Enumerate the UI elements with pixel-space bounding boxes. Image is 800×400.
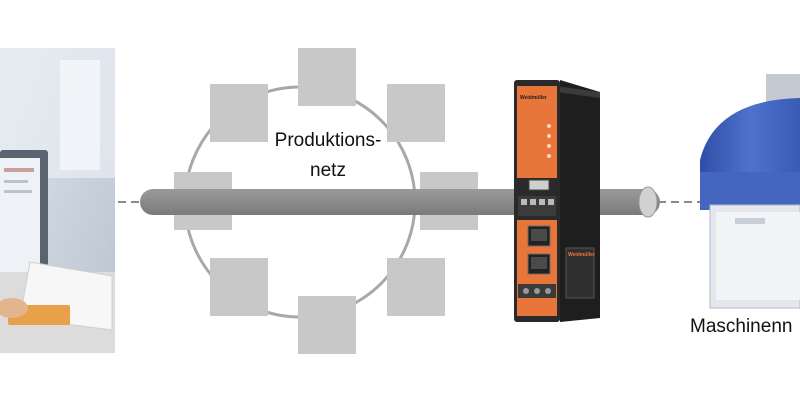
machine-panel [700, 172, 800, 210]
terminal-block [518, 196, 556, 216]
network-node [387, 84, 445, 142]
terminal-screw [530, 199, 536, 205]
network-node [298, 48, 356, 106]
pipe-end [638, 186, 658, 218]
hand [0, 298, 28, 318]
status-led [547, 134, 551, 138]
status-led [547, 144, 551, 148]
screen-line [4, 190, 32, 193]
terminal-screw [523, 288, 529, 294]
status-led [547, 124, 551, 128]
terminal-screw [539, 199, 545, 205]
network-node [210, 84, 268, 142]
network-node [387, 258, 445, 316]
network-label-line1: Produktions- [274, 130, 382, 151]
office-shelf [60, 60, 100, 170]
machine-handle [735, 218, 765, 224]
device-top [556, 86, 600, 98]
screen-line [4, 180, 28, 183]
machine-hood [700, 98, 800, 175]
gateway-device: Weidmüller Weidmüller [514, 80, 600, 322]
device-orange-panel [517, 86, 557, 178]
ethernet-jack [531, 229, 547, 241]
network-label-line2: netz [310, 160, 346, 181]
status-led [547, 154, 551, 158]
workstation-photo [0, 48, 115, 353]
usb-port [528, 179, 550, 191]
terminal-screw [521, 199, 527, 205]
network-node [210, 258, 268, 316]
network-node [298, 296, 356, 354]
screen-line [4, 168, 34, 172]
machine-door [716, 212, 800, 300]
terminal-screw [545, 288, 551, 294]
monitor-screen [0, 158, 40, 276]
machine-photo [700, 74, 800, 309]
device-side-brand: Weidmüller [568, 252, 595, 258]
terminal-screw [548, 199, 554, 205]
terminal-screw [534, 288, 540, 294]
device-brand: Weidmüller [520, 95, 547, 101]
device-side-label [565, 247, 595, 299]
ethernet-jack [531, 257, 547, 269]
machine-network-label: Maschinenn [690, 316, 793, 337]
